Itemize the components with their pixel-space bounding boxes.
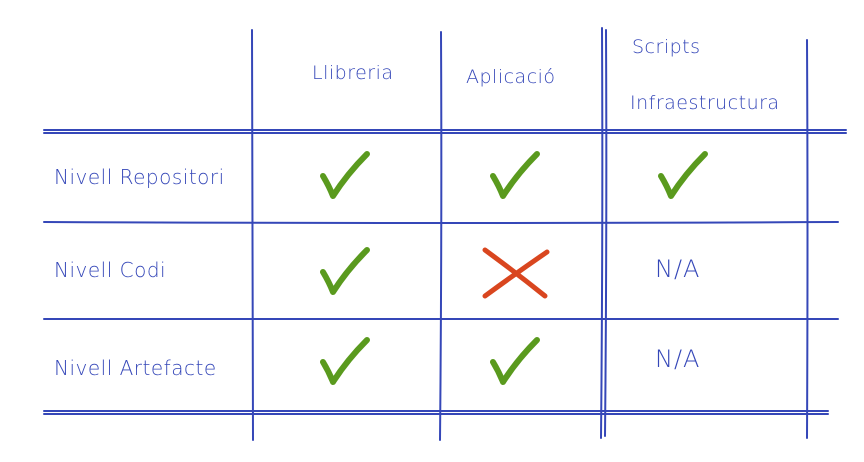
grid-vline <box>604 29 608 437</box>
grid-hline <box>43 410 829 413</box>
column-header-line1: Scripts <box>632 36 701 58</box>
check-icon <box>320 337 370 385</box>
grid-hline <box>43 129 847 132</box>
grid-hline <box>43 413 829 416</box>
column-header-line2: Infraestructura <box>630 92 780 114</box>
cross-icon <box>482 247 550 299</box>
row-label: Nivell Repositori <box>54 165 225 189</box>
grid-vline <box>806 39 809 439</box>
grid-hline <box>43 318 839 321</box>
check-icon <box>320 247 370 295</box>
cell-text: N/A <box>655 345 701 373</box>
column-header: Aplicació <box>466 66 556 88</box>
row-label: Nivell Codi <box>54 258 167 282</box>
check-icon <box>490 337 540 385</box>
grid-hline <box>43 221 839 224</box>
grid-hline <box>43 132 847 135</box>
grid-vline <box>600 27 604 439</box>
column-header: Llibreria <box>312 62 394 84</box>
row-label: Nivell Artefacte <box>54 356 217 380</box>
grid-vline <box>439 31 443 441</box>
grid-vline <box>251 29 254 441</box>
check-icon <box>490 151 540 199</box>
check-icon <box>320 151 370 199</box>
cell-text: N/A <box>655 255 701 283</box>
check-icon <box>658 151 708 199</box>
